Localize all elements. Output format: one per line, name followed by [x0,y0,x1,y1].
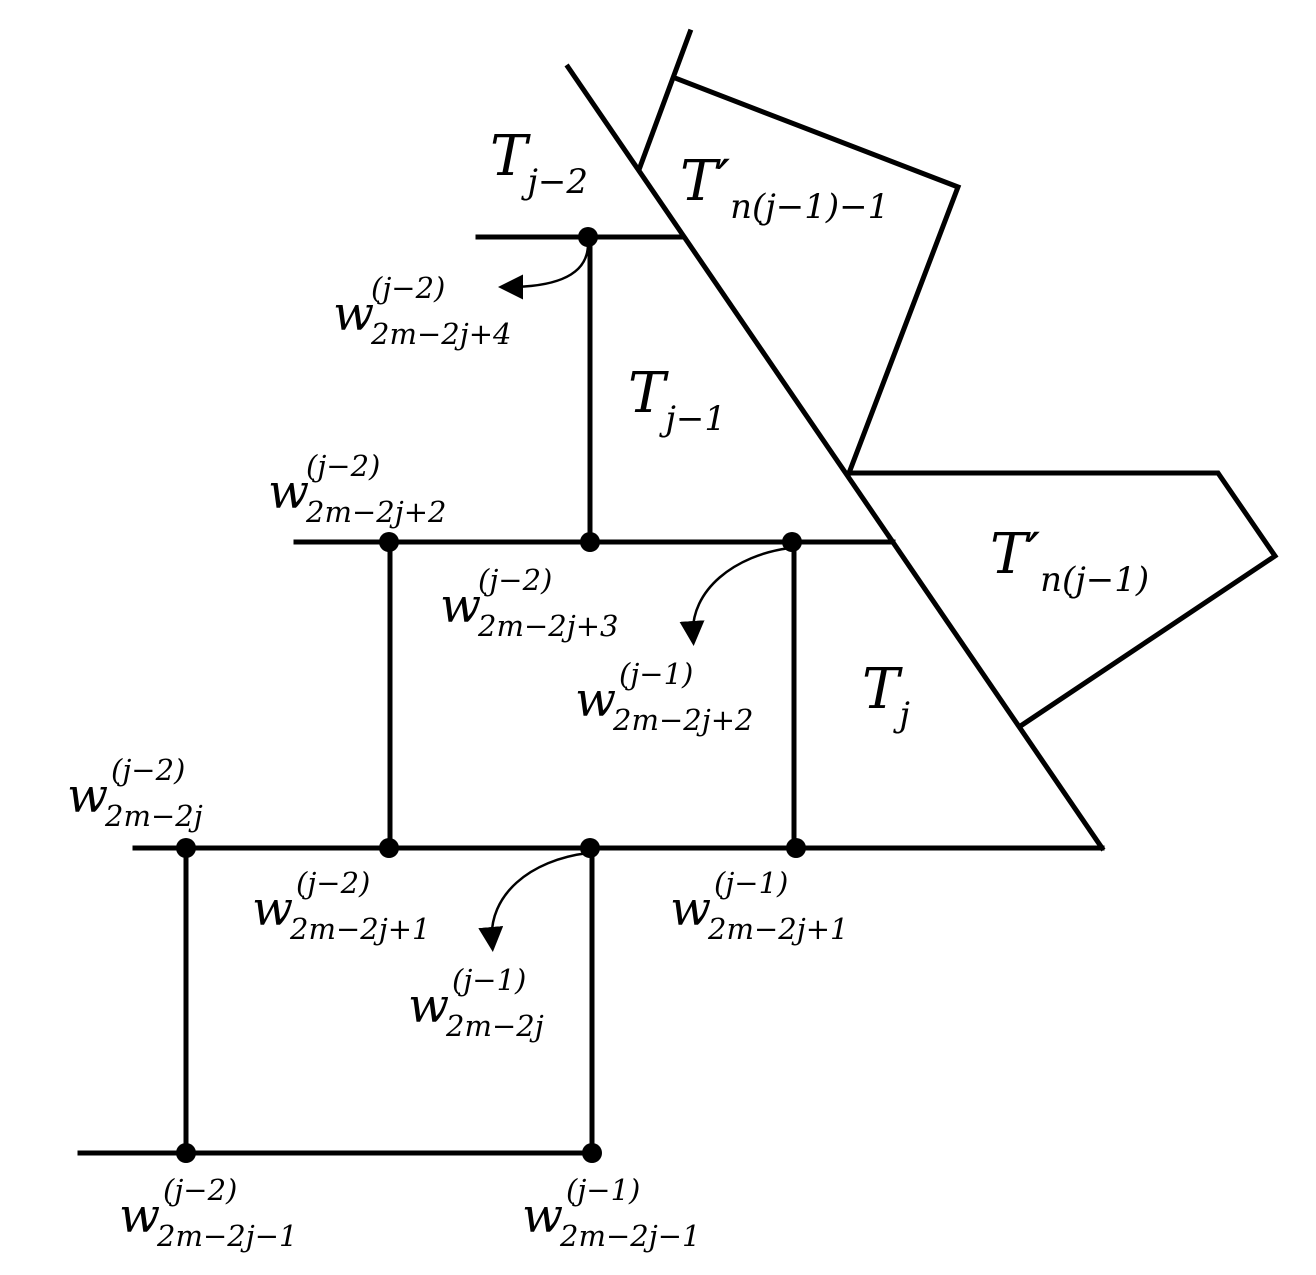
vertex-dot [379,532,399,552]
svg-text:w: w [252,881,293,937]
vertex-dot [176,838,196,858]
vertex-label-v5: w (j−2) 2m−2j [67,753,203,833]
vertex-dot [379,838,399,858]
svg-text:w: w [333,286,374,342]
svg-text:w: w [268,464,309,520]
vertex-label-v8: w (j−1) 2m−2j+1 [670,866,848,946]
svg-text:2m−2j+1: 2m−2j+1 [289,912,430,946]
quad-lower-edges [846,470,1279,729]
quad-upper-outline [636,28,962,477]
svg-text:2m−2j+2: 2m−2j+2 [305,495,446,529]
svg-text:w: w [440,578,481,634]
svg-text:(j−2): (j−2) [478,563,552,597]
svg-text:2m−2j+4: 2m−2j+4 [370,317,511,351]
svg-text:2m−2j−1: 2m−2j−1 [559,1219,700,1253]
vertex-label-v9: w (j−2) 2m−2j−1 [119,1173,297,1253]
svg-text:2m−2j: 2m−2j [445,1009,544,1043]
region-label-t-j-minus-1: Tj−1 [628,361,726,439]
vertex-label-v1: w (j−2) 2m−2j+4 [333,271,511,351]
vertex-dot [580,838,600,858]
arrows [478,243,791,952]
svg-text:(j−1): (j−1) [566,1173,640,1207]
arrow-middle [679,546,791,646]
vertex-dots [176,227,806,1163]
svg-text:w: w [670,881,711,937]
svg-text:(j−1): (j−1) [714,866,788,900]
arrow-lower [478,851,589,952]
svg-text:w: w [575,672,616,728]
svg-text:2m−2j−1: 2m−2j−1 [156,1219,297,1253]
vertex-dot [578,227,598,247]
svg-text:(j−1): (j−1) [619,657,693,691]
vertex-dot [582,1143,602,1163]
vertex-dot [782,532,802,552]
vertex-label-v7: w (j−1) 2m−2j [408,963,544,1043]
svg-text:(j−2): (j−2) [163,1173,237,1207]
svg-text:(j−1): (j−1) [452,963,526,997]
svg-text:w: w [119,1188,160,1244]
edge-diagonal [564,63,1106,852]
svg-text:(j−2): (j−2) [111,753,185,787]
vertex-label-v10: w (j−1) 2m−2j−1 [522,1173,700,1253]
svg-text:w: w [522,1188,563,1244]
svg-text:w: w [408,978,449,1034]
vertex-dot [176,1143,196,1163]
svg-text:w: w [67,768,108,824]
svg-text:2m−2j: 2m−2j [104,799,203,833]
vertex-labels: w (j−2) 2m−2j+4 w (j−2) 2m−2j+2 w (j−2) … [67,271,848,1253]
region-label-t-prime-upper: T′n(j−1)−1 [680,149,889,227]
quad-lower-outline [846,470,1279,729]
svg-text:(j−2): (j−2) [371,271,445,305]
vertex-dot [580,532,600,552]
quad-upper-edges [671,74,962,477]
region-label-t-j: Tj [862,657,910,735]
svg-text:2m−2j+3: 2m−2j+3 [477,609,618,643]
arrow-upper [498,243,590,300]
vertex-label-v3: w (j−2) 2m−2j+3 [440,563,618,643]
svg-text:(j−2): (j−2) [306,449,380,483]
vertex-label-v2: w (j−2) 2m−2j+2 [268,449,446,529]
svg-text:2m−2j+2: 2m−2j+2 [612,703,753,737]
vertex-label-v4: w (j−1) 2m−2j+2 [575,657,753,737]
quad-upper-left-stub [636,28,694,171]
region-labels: Tj−2 Tj−1 Tj T′n(j−1)−1 T′n(j−1) [490,124,1149,735]
vertex-dot [786,838,806,858]
vertex-label-v6: w (j−2) 2m−2j+1 [252,866,430,946]
region-label-t-prime-lower: T′n(j−1) [990,522,1149,600]
region-label-t-j-minus-2: Tj−2 [490,124,588,202]
svg-text:2m−2j+1: 2m−2j+1 [707,912,848,946]
svg-text:(j−2): (j−2) [296,866,370,900]
